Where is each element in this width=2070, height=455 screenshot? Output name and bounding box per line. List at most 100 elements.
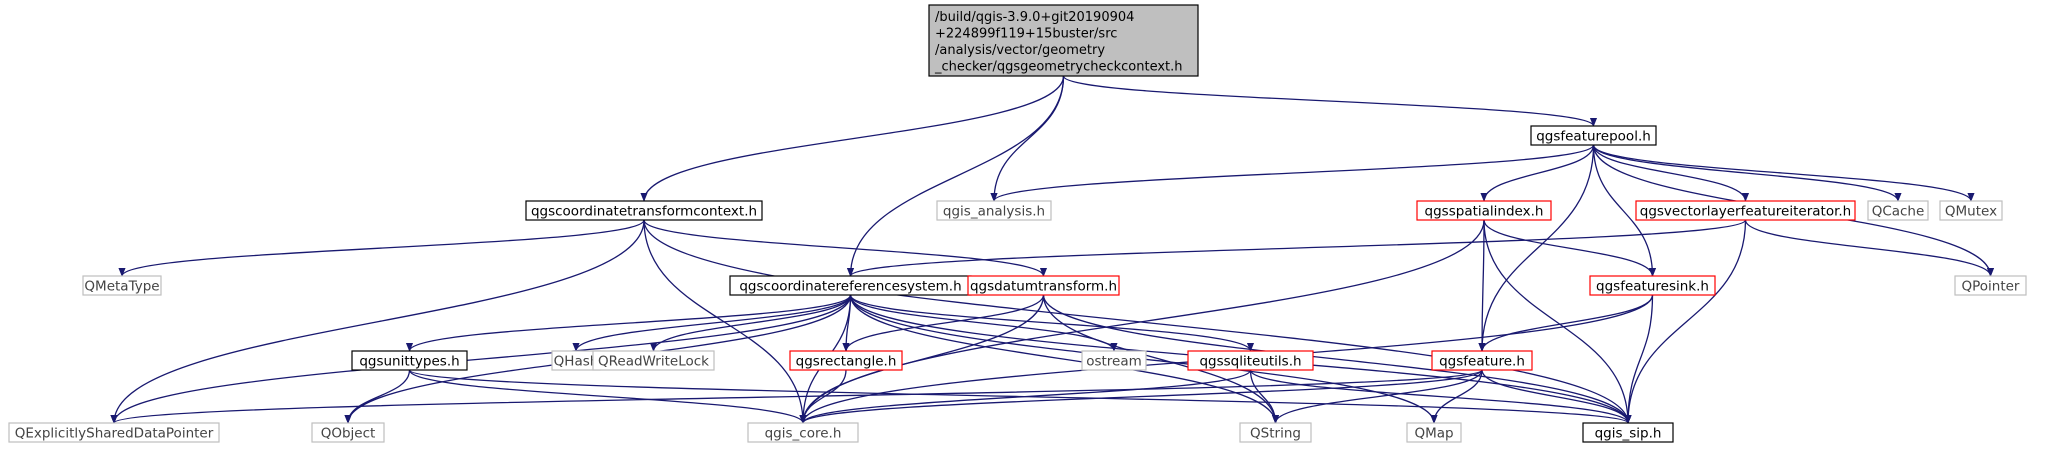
node-box (1589, 275, 1716, 296)
node-label: QExplicitlySharedDataPointer (15, 426, 214, 442)
node-label: QObject (321, 426, 376, 442)
node-box (1867, 200, 1929, 221)
nodes-layer: /build/qgis-3.9.0+git20190904 +224899f119… (8, 4, 2027, 443)
edge-unittypes-to-core (408, 369, 807, 424)
node-label: qgis_analysis.h (943, 204, 1045, 220)
edge-crs-to-qstring (849, 294, 1280, 424)
node-crs[interactable]: qgscoordinatereferencesystem.h (729, 275, 972, 296)
node-datum[interactable]: qgsdatumtransform.h (967, 275, 1120, 296)
edge-featurepool-to-spatialindex (1480, 144, 1595, 202)
node-root-label-line: _checker/qgsgeometrycheckcontext.h (934, 60, 1183, 75)
node-box (351, 350, 468, 371)
node-box (1431, 350, 1533, 371)
edge-root-to-crs (846, 75, 1065, 277)
node-label: ostream (1086, 354, 1142, 370)
edge-datum-to-sip (1042, 294, 1632, 424)
node-qobject: QObject (311, 422, 385, 443)
node-box (1406, 422, 1462, 443)
node-label: QHash (554, 354, 599, 370)
node-label: qgsfeaturesink.h (1596, 279, 1709, 295)
edge-spatialindex-to-sip (1483, 219, 1632, 424)
node-box (789, 350, 903, 371)
edge-spatialindex-to-feature (1478, 219, 1486, 352)
node-label: qgscoordinatetransformcontext.h (531, 204, 757, 220)
node-label: qgsvectorlayerfeatureiterator.h (1640, 204, 1852, 220)
edge-feature-to-qesdp (110, 369, 1483, 424)
node-sqliteutils[interactable]: qgssqliteutils.h (1187, 350, 1314, 371)
node-box (747, 422, 859, 443)
node-unittypes[interactable]: qgsunittypes.h (351, 350, 468, 371)
edge-featuresink-to-sip (1624, 294, 1654, 424)
node-label: qgsfeature.h (1439, 354, 1525, 370)
edge-feature-to-qstring (1271, 369, 1483, 424)
edge-sqliteutils-to-core (799, 369, 1252, 424)
node-label: qgscoordinatereferencesystem.h (739, 279, 961, 295)
edge-featurepool-to-analysis (990, 144, 1595, 202)
edge-coordtransformctx-to-sip (643, 219, 1632, 424)
node-qcache: QCache (1867, 200, 1929, 221)
edge-coordtransformctx-to-datum (643, 219, 1047, 277)
edge-crs-to-qhash (572, 294, 852, 352)
node-box (1582, 422, 1674, 443)
edge-vlfi-to-qpointer (1744, 219, 1995, 277)
node-qesdp: QExplicitlySharedDataPointer (8, 422, 220, 443)
node-label: qgsdatumtransform.h (970, 279, 1117, 295)
node-label: qgsfeaturepool.h (1536, 129, 1651, 145)
node-box (1954, 275, 2027, 296)
node-label: qgis_sip.h (1595, 426, 1662, 442)
node-label: QCache (1872, 204, 1925, 220)
node-qmap: QMap (1406, 422, 1462, 443)
node-analysis: qgis_analysis.h (936, 200, 1052, 221)
edge-vlfi-to-sip (1624, 219, 1747, 424)
edge-crs-to-ostream (849, 294, 1118, 352)
node-box (592, 350, 715, 371)
node-featuresink[interactable]: qgsfeaturesink.h (1589, 275, 1716, 296)
node-qstring: QString (1239, 422, 1312, 443)
edge-unittypes-to-qobject (344, 369, 411, 424)
edge-coordtransformctx-to-qesdp (110, 219, 645, 424)
node-label: qgsspatialindex.h (1425, 204, 1544, 220)
node-qrwlock: QReadWriteLock (592, 350, 715, 371)
node-box (1081, 350, 1147, 371)
node-root-file: /build/qgis-3.9.0+git20190904 +224899f119… (928, 4, 1199, 77)
node-box (1530, 125, 1657, 146)
node-box (1239, 422, 1312, 443)
edge-feature-to-core (799, 369, 1483, 424)
node-box (1635, 200, 1856, 221)
edge-vlfi-to-crs (847, 219, 1747, 277)
edge-sqliteutils-to-sip (1249, 369, 1632, 424)
node-box (967, 275, 1120, 296)
node-rectangle[interactable]: qgsrectangle.h (789, 350, 903, 371)
node-label: qgis_core.h (765, 426, 842, 442)
node-label: QPointer (1961, 279, 2019, 295)
node-qmutex: QMutex (1939, 200, 2003, 221)
node-label: QMutex (1945, 204, 1997, 220)
node-coordtransformctx[interactable]: qgscoordinatetransformcontext.h (525, 200, 763, 221)
edge-featurepool-to-qcache (1592, 144, 1902, 202)
edge-crs-to-sqliteutils (849, 294, 1254, 352)
node-qmetatype: QMetaType (82, 275, 162, 296)
edge-datum-to-core (799, 294, 1045, 424)
node-root-label-line: +224899f119+15buster/src (935, 27, 1117, 42)
edge-featuresink-to-feature (1478, 294, 1654, 352)
node-root-label-line: /build/qgis-3.9.0+git20190904 (935, 10, 1134, 25)
edge-coordtransformctx-to-qmetatype (118, 219, 645, 277)
node-vlfi[interactable]: qgsvectorlayerfeatureiterator.h (1635, 200, 1856, 221)
edge-featurepool-to-qmutex (1592, 144, 1975, 202)
node-spatialindex[interactable]: qgsspatialindex.h (1416, 200, 1552, 221)
node-box (1416, 200, 1552, 221)
edges-layer (110, 75, 1995, 424)
node-box (936, 200, 1052, 221)
edge-feature-to-qmap (1430, 369, 1483, 424)
edge-featurepool-to-vlfi (1592, 144, 1750, 202)
node-label: qgsunittypes.h (359, 354, 459, 370)
node-label: QReadWriteLock (598, 354, 709, 370)
edge-feature-to-sip (1481, 369, 1632, 424)
node-featurepool[interactable]: qgsfeaturepool.h (1530, 125, 1657, 146)
edge-featurepool-to-featuresink (1592, 144, 1657, 277)
node-feature[interactable]: qgsfeature.h (1431, 350, 1533, 371)
node-box (311, 422, 385, 443)
edge-spatialindex-to-featuresink (1483, 219, 1657, 277)
node-sip[interactable]: qgis_sip.h (1582, 422, 1674, 443)
node-box (8, 422, 220, 443)
